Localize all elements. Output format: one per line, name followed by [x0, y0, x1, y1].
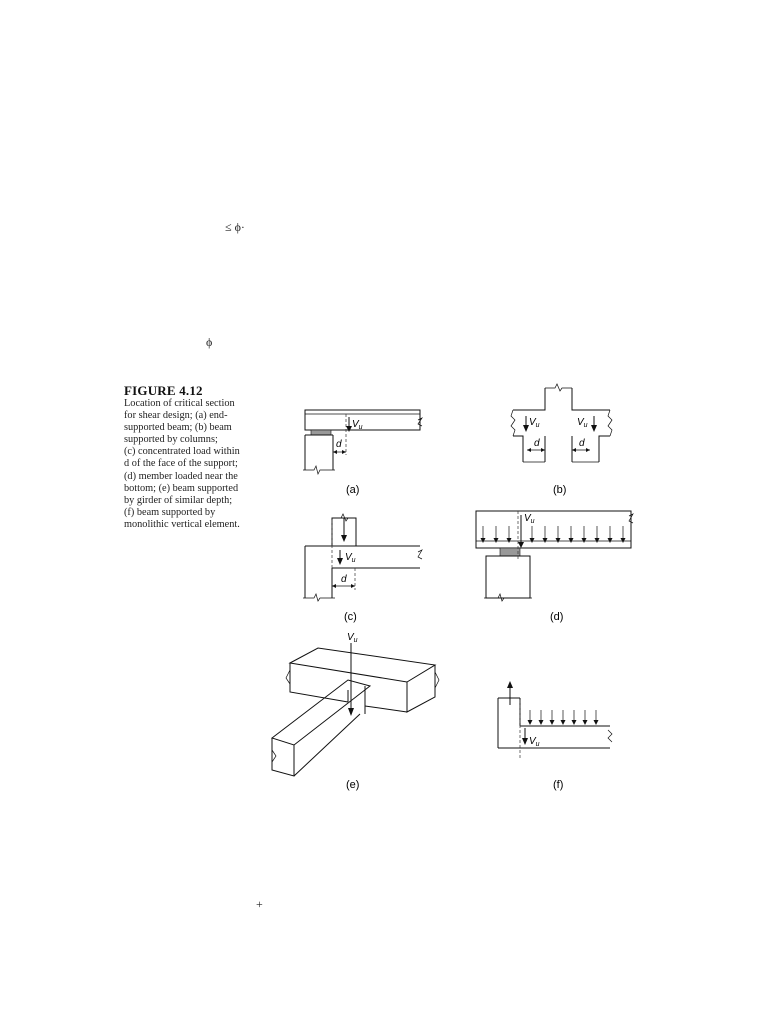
- load-arrowhead: [527, 720, 533, 725]
- caption-line: Location of critical section: [124, 398, 235, 409]
- load-arrowhead: [594, 538, 600, 543]
- panel-d-vu: Vu: [524, 513, 535, 525]
- figure-caption: Location of critical section for shear d…: [124, 398, 256, 531]
- panel-b-d-right: d: [579, 438, 585, 449]
- inequality-fragment: ≤ ϕ·: [225, 220, 245, 234]
- load-arrowhead: [538, 720, 544, 725]
- panel-b-vu-left: Vu: [529, 417, 540, 429]
- panel-f-label: (f): [553, 779, 563, 791]
- panel-d-label: (d): [550, 611, 563, 623]
- panel-b-label: (b): [553, 484, 566, 496]
- load-arrowhead: [581, 538, 587, 543]
- load-arrowhead: [571, 720, 577, 725]
- panel-a-vu: Vu: [352, 419, 363, 431]
- load-arrowhead: [542, 538, 548, 543]
- panel-f-vu: Vu: [529, 736, 540, 748]
- caption-line: (f) beam supported by: [124, 506, 216, 518]
- caption-line: (d) member loaded near the: [124, 470, 238, 482]
- panel-e-diagram: Vu (e): [270, 632, 440, 791]
- caption-line: by girder of similar depth;: [124, 494, 233, 506]
- caption-line: bottom; (e) beam supported: [124, 482, 239, 494]
- panel-d-diagram: Vu (d): [475, 510, 634, 623]
- panel-c-vu: Vu: [345, 552, 356, 564]
- panel-b-d-left: d: [534, 438, 540, 449]
- load-arrowhead: [529, 538, 535, 543]
- load-arrowhead: [568, 538, 574, 543]
- panel-a-label: (a): [346, 484, 359, 496]
- caption-line: d of the face of the support;: [124, 458, 238, 470]
- load-arrowhead: [582, 720, 588, 725]
- load-arrowhead: [593, 720, 599, 725]
- panel-b-diagram: Vu Vu d d (b): [510, 383, 613, 496]
- load-arrowhead: [549, 720, 555, 725]
- panel-f-diagram: Vu (f): [497, 681, 613, 791]
- panel-e-label: (e): [346, 779, 359, 791]
- plus-fragment: +: [256, 897, 263, 911]
- load-arrowhead: [555, 538, 561, 543]
- load-arrowhead: [560, 720, 566, 725]
- distributed-load-arrows-d: [480, 526, 626, 543]
- caption-line: supported beam; (b) beam: [124, 422, 232, 434]
- caption-line: for shear design; (a) end-: [124, 410, 228, 422]
- caption-line: monolithic vertical element.: [124, 518, 240, 530]
- distributed-load-arrows-f: [527, 710, 599, 725]
- caption-line: supported by columns;: [124, 434, 218, 446]
- load-arrowhead: [506, 538, 512, 543]
- panel-a-d-label: d: [336, 439, 342, 450]
- panel-c-d-label: d: [341, 574, 347, 585]
- panel-c-diagram: Vu d (c): [303, 513, 423, 623]
- phi-fragment: ϕ: [206, 335, 213, 349]
- load-arrowhead: [607, 538, 613, 543]
- load-arrowhead: [480, 538, 486, 543]
- panel-a-diagram: Vu d (a): [303, 409, 424, 496]
- panel-e-vu: Vu: [347, 632, 358, 644]
- figure-number: FIGURE 4.12: [124, 383, 203, 398]
- caption-line: (c) concentrated load within: [124, 446, 240, 458]
- panel-b-vu-right: Vu: [577, 417, 588, 429]
- panel-c-label: (c): [344, 611, 357, 623]
- load-arrowhead: [493, 538, 499, 543]
- load-arrowhead: [620, 538, 626, 543]
